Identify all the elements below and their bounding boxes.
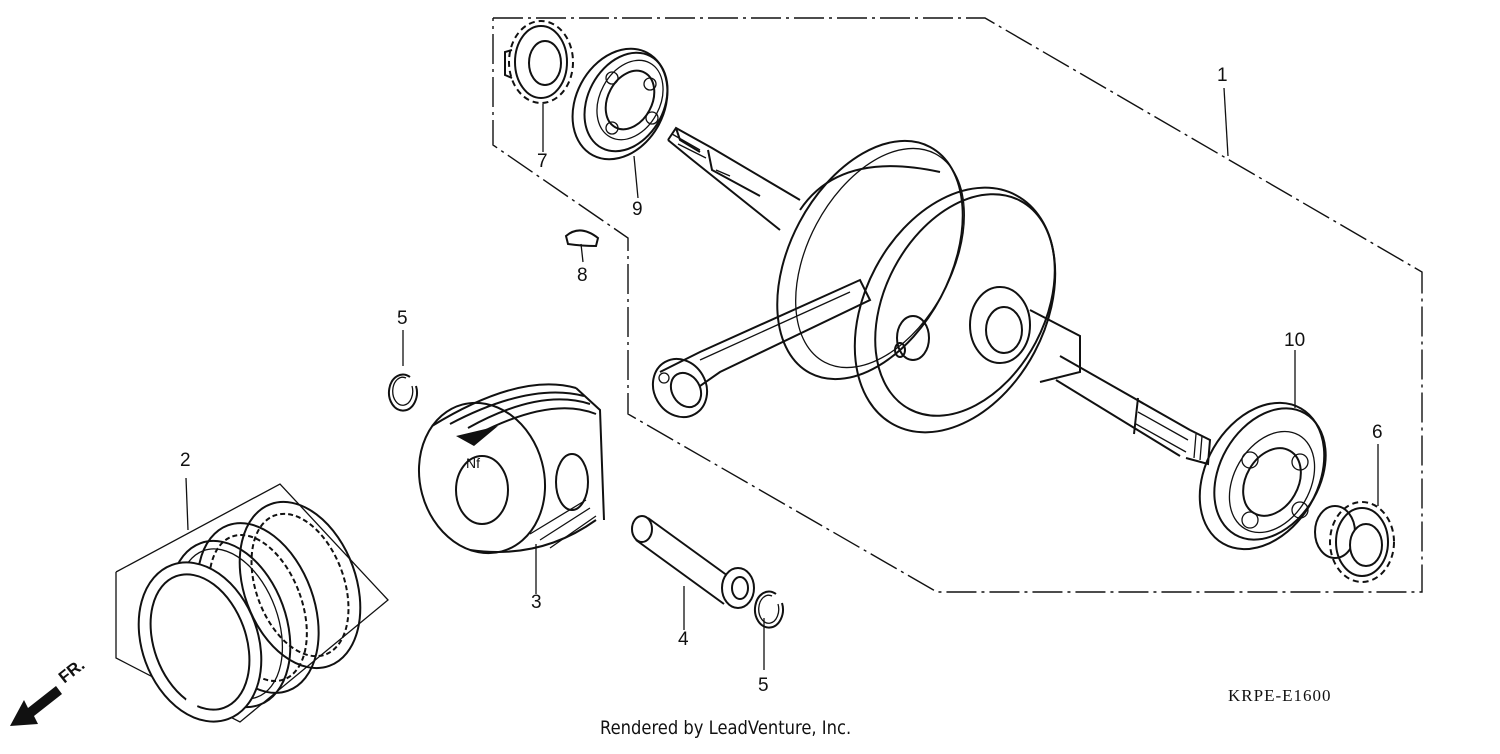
crankshaft-part-1: [651, 126, 1212, 466]
callout-6: 6: [1372, 422, 1383, 443]
callout-5-bottom: 5: [758, 675, 769, 696]
ball-bearing-part-9: [571, 47, 669, 161]
ball-bearing-part-10: [1198, 401, 1327, 551]
callout-5-top: 5: [397, 308, 408, 329]
render-credit: Rendered by LeadVenture, Inc.: [600, 717, 852, 739]
callout-10: 10: [1284, 330, 1306, 351]
callout-4: 4: [678, 629, 689, 650]
piston-part-3: [417, 383, 605, 555]
front-direction-arrow: [10, 686, 62, 726]
piston-pin-clip-part-5-top: [387, 373, 418, 412]
callout-2: 2: [180, 450, 191, 471]
callout-8: 8: [577, 265, 588, 286]
piston-pin-part-4: [631, 515, 755, 609]
callout-7: 7: [537, 151, 548, 172]
piston-mark: Nf: [466, 455, 480, 471]
piston-pin-clip-part-5-bottom: [753, 590, 784, 629]
callout-1: 1: [1217, 65, 1228, 86]
crankshaft-group-outline: [492, 17, 1423, 593]
piston-ring-set-part-2: [137, 500, 362, 723]
diagram-code: KRPE-E1600: [1228, 686, 1332, 705]
woodruff-key-part-8: [564, 229, 600, 248]
callout-3: 3: [531, 592, 542, 613]
timing-gear-part-7: [504, 20, 574, 104]
callout-9: 9: [632, 199, 643, 220]
drive-gear-part-6: [1314, 501, 1395, 583]
leader-lines: [185, 87, 1379, 670]
